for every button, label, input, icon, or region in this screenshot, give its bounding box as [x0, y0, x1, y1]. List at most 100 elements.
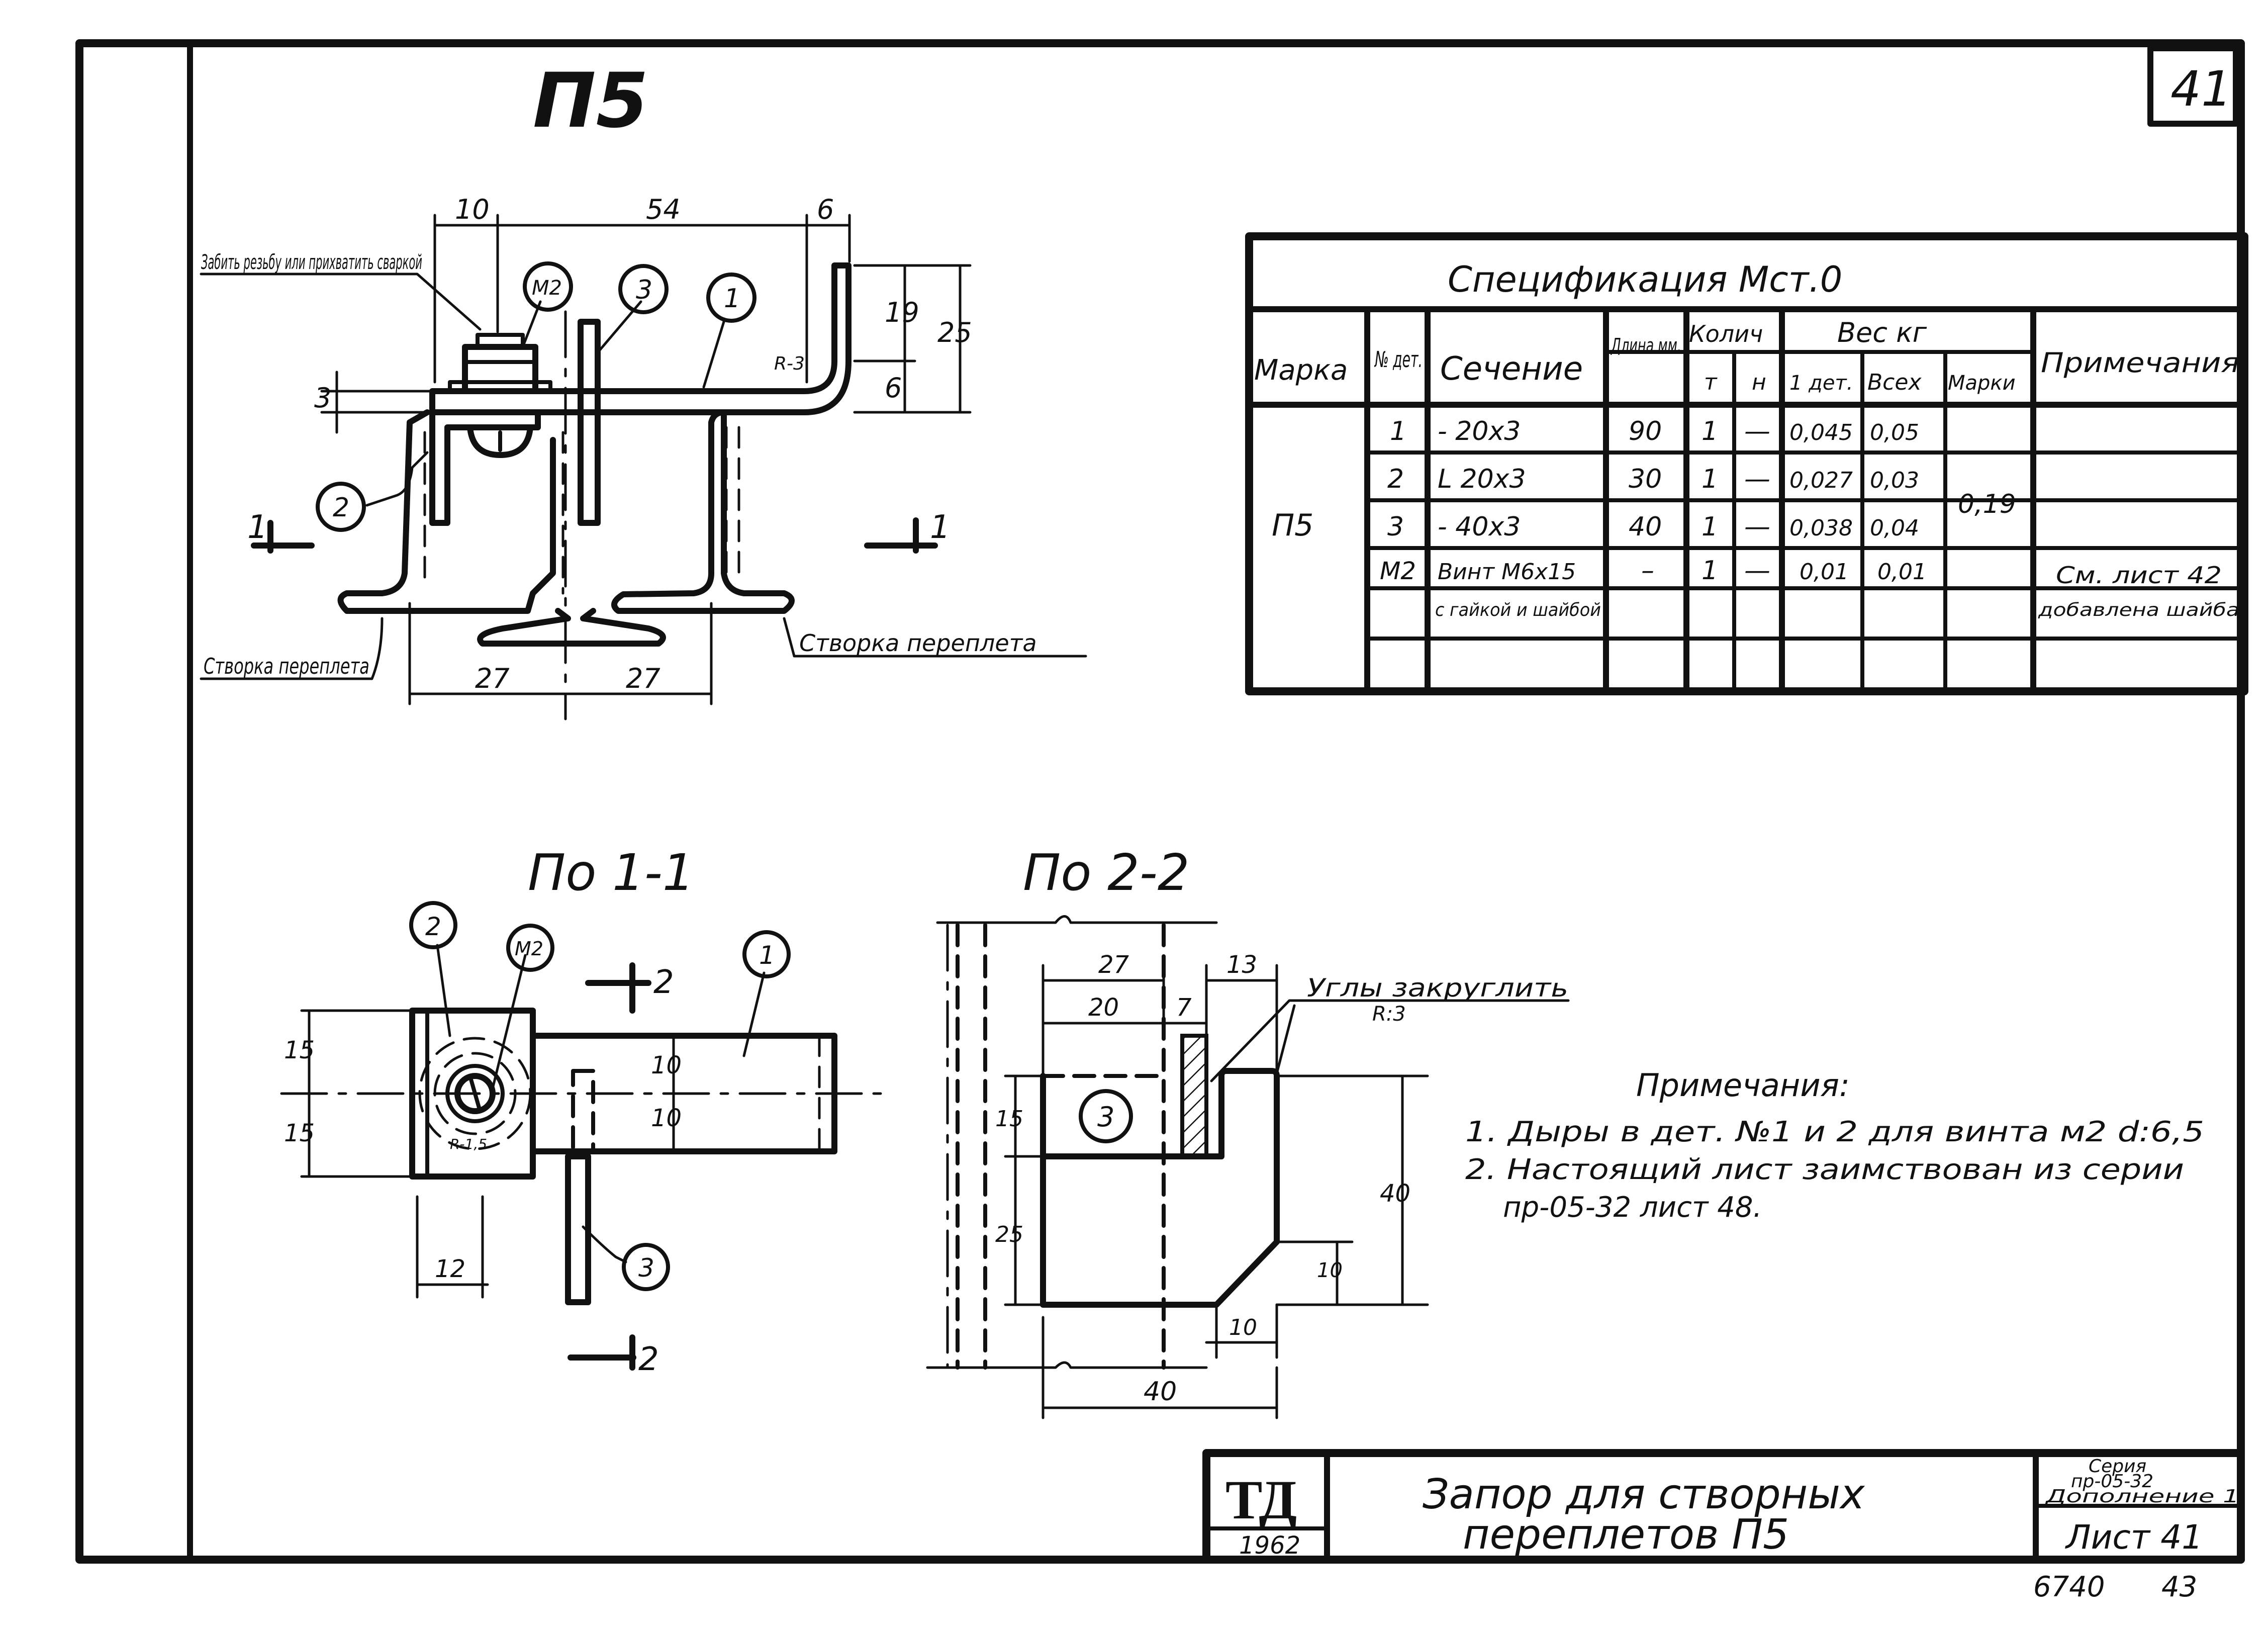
hdr-qty-t: т	[1704, 370, 1718, 395]
title-line-1: Запор для створных	[1423, 1471, 1865, 1518]
callout-2: 2	[333, 493, 349, 523]
row5-section: с гайкой и шайбой	[1435, 600, 1601, 620]
dim-radius: R-3	[774, 353, 805, 374]
s11-dim-10-top: 10	[651, 1051, 682, 1079]
note-1: 1. Дыры в дет. №1 и 2 для винта м2 d:6,5	[1465, 1116, 2204, 1148]
row1-t: 1	[1702, 416, 1718, 446]
hdr-w-one: 1 дет.	[1789, 372, 1853, 395]
note-2: 2. Настоящий лист заимствован из серии	[1465, 1153, 2184, 1186]
note-thread: Забить резьбу или прихватить сваркой	[201, 251, 422, 274]
series-line-1: Серия	[2089, 1456, 2146, 1477]
dim-top-10: 10	[455, 194, 490, 225]
row1-det: 1	[1390, 416, 1406, 446]
row4-t: 1	[1702, 556, 1718, 586]
row3-one: 0,038	[1789, 515, 1853, 541]
s22-dim-25: 25	[995, 1222, 1023, 1247]
spec-title: Спецификация Мст.0	[1448, 259, 1842, 300]
row3-n: —	[1744, 512, 1770, 542]
hdr-length: Длина мм.	[1611, 334, 1681, 356]
row2-det: 2	[1387, 464, 1404, 494]
row2-all: 0,03	[1870, 468, 1919, 493]
dim-top-6: 6	[817, 194, 834, 225]
row4-one: 0,01	[1800, 559, 1849, 585]
row5-note: добавлена шайба	[2038, 600, 2239, 620]
row3-length: 40	[1629, 512, 1662, 542]
main-callouts	[316, 261, 757, 532]
label-sash-right: Створка переплета	[799, 629, 1037, 657]
spec-mark-value: П5	[1272, 508, 1313, 543]
row4-det: М2	[1380, 557, 1416, 585]
s22-dim-13: 13	[1226, 951, 1257, 979]
s22-dim-7: 7	[1176, 993, 1192, 1022]
spec-table-grid	[1245, 232, 2248, 695]
section-2-2-title: По 2-2	[1023, 843, 1190, 902]
title-block-grid	[1202, 1449, 2245, 1564]
row4-n: —	[1744, 556, 1770, 586]
hdr-section: Сечение	[1440, 350, 1583, 388]
main-view-dims	[200, 214, 1087, 705]
hdr-qty: Колич	[1689, 320, 1763, 347]
row3-all: 0,04	[1870, 515, 1919, 541]
series-line-3: Дополнение 1	[2044, 1486, 2239, 1507]
s22-callout-3: 3	[1097, 1101, 1114, 1133]
section-1-1-drawing	[280, 901, 891, 1371]
row4-note: См. лист 42	[2056, 562, 2222, 589]
row1-one: 0,045	[1789, 420, 1853, 445]
row3-t: 1	[1702, 512, 1718, 542]
hdr-w-all: Всех	[1867, 370, 1922, 395]
callout-1: 1	[724, 284, 740, 314]
main-view	[251, 262, 938, 720]
bottom-number-1: 6740	[2033, 1571, 2105, 1603]
sheet-frame	[75, 39, 2245, 1564]
corner-sheet-number: 41	[2170, 61, 2232, 117]
hdr-qty-n: н	[1752, 370, 1766, 395]
title-org: ТД	[1225, 1469, 1297, 1530]
hdr-weight: Вес кг	[1837, 317, 1927, 348]
s11-dim-12: 12	[435, 1255, 465, 1283]
row4-all: 0,01	[1877, 559, 1927, 585]
row4-length: –	[1641, 556, 1654, 586]
hdr-marka: Марка	[1254, 354, 1348, 387]
s11-section-mark-2: 2	[653, 964, 674, 1001]
bottom-number-2: 43	[2161, 1571, 2197, 1603]
s11-radius: R-1,5	[450, 1136, 487, 1152]
s22-dim-20: 20	[1088, 993, 1119, 1022]
series-line-2: пр-05-32	[2071, 1471, 2153, 1492]
row4-section: Винт М6х15	[1438, 559, 1576, 585]
hdr-notes: Примечания	[2041, 347, 2239, 379]
dim-left-3: 3	[314, 382, 331, 414]
section-mark-1-left: 1	[247, 509, 268, 546]
s11-callout-2: 2	[425, 912, 441, 941]
row2-one: 0,027	[1789, 468, 1853, 493]
hdr-w-mark: Марки	[1948, 372, 2016, 395]
section-1-1-title: По 1-1	[528, 843, 695, 902]
s22-dim-10-bottom: 10	[1229, 1315, 1257, 1340]
s11-callout-m2: М2	[515, 938, 543, 960]
title-line-2: переплетов П5	[1463, 1511, 1789, 1559]
s22-note-radius: R:3	[1372, 1003, 1406, 1026]
row2-n: —	[1744, 464, 1770, 494]
row1-all: 0,05	[1870, 420, 1919, 445]
callout-3: 3	[636, 275, 652, 305]
dim-right-6: 6	[885, 372, 902, 404]
dim-right-25: 25	[937, 317, 972, 348]
hdr-det-no: № дет.	[1374, 347, 1423, 373]
title-year: 1962	[1239, 1531, 1300, 1560]
row2-t: 1	[1702, 464, 1718, 494]
section-2-2-drawing	[926, 915, 1570, 1419]
s22-dim-40-right: 40	[1380, 1180, 1410, 1208]
label-sash-left: Створка переплета	[204, 654, 369, 679]
s11-dim-15-top: 15	[284, 1036, 315, 1064]
callout-m2: М2	[532, 277, 562, 300]
dim-bottom-27-right: 27	[626, 663, 660, 694]
notes-title: Примечания:	[1636, 1067, 1850, 1104]
s22-dim-40-bottom: 40	[1144, 1377, 1177, 1407]
row1-section: - 20х3	[1438, 416, 1521, 446]
s11-dim-10-bottom: 10	[651, 1104, 682, 1132]
s11-callout-1: 1	[759, 941, 775, 970]
title-sheet-label: Лист 41	[2065, 1518, 2203, 1557]
s11-dim-15-bottom: 15	[284, 1119, 315, 1147]
row2-length: 30	[1629, 464, 1662, 494]
dim-top-54: 54	[646, 194, 681, 225]
